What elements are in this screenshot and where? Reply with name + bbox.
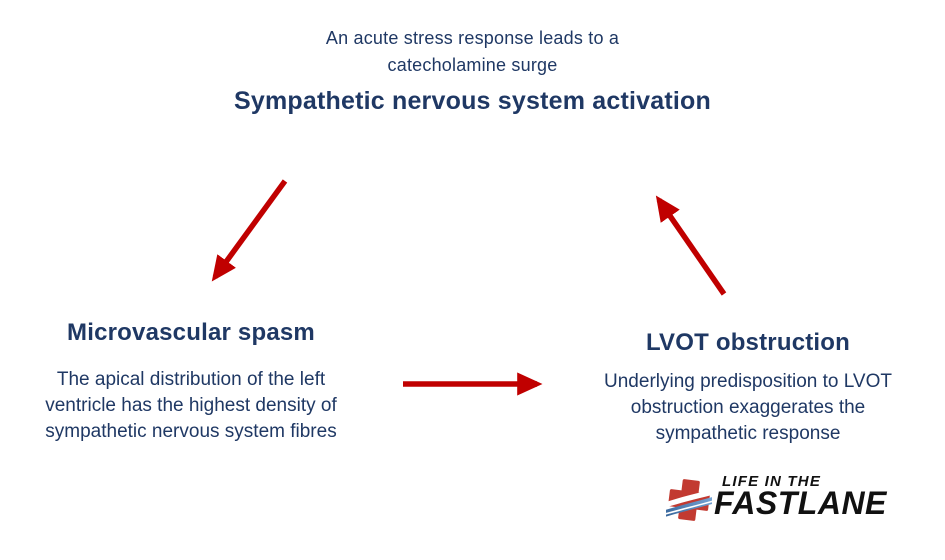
diagram-header: An acute stress response leads to a cate…	[0, 25, 945, 116]
microvascular-body-line-2: ventricle has the highest density of	[45, 395, 337, 416]
lvot-title: LVOT obstruction	[645, 329, 851, 356]
lvot-body: Underlying predisposition to LVOT obstru…	[580, 369, 916, 447]
logo-line-1: LIFE IN THE	[722, 473, 822, 490]
logo-text: LIFE IN THE FASTLANE	[714, 473, 887, 521]
intro-line-1: An acute stress response leads to a	[325, 28, 620, 48]
fastlane-cross-icon	[666, 479, 712, 521]
microvascular-body-line-3: sympathetic nervous system fibres	[45, 421, 337, 442]
microvascular-body: The apical distribution of the left vent…	[18, 367, 364, 445]
lvot-body-line-1: Underlying predisposition to LVOT	[604, 371, 892, 392]
node-microvascular-spasm: Microvascular spasm The apical distribut…	[18, 318, 364, 445]
intro-line-2: catecholamine surge	[387, 55, 558, 75]
lifeinthefastlane-logo: LIFE IN THE FASTLANE	[666, 474, 887, 523]
microvascular-body-line-1: The apical distribution of the left	[56, 369, 326, 390]
lvot-body-line-2: obstruction exaggerates the	[630, 397, 866, 418]
logo-line-2: FASTLANE	[714, 485, 887, 521]
arrow-activation-to-microvascular	[211, 179, 288, 282]
node-lvot-obstruction: LVOT obstruction Underlying predispositi…	[580, 328, 916, 447]
lvot-body-line-3: sympathetic response	[655, 423, 841, 444]
microvascular-title: Microvascular spasm	[67, 319, 315, 346]
arrow-lvot-to-activation	[655, 195, 727, 296]
diagram-title: Sympathetic nervous system activation	[233, 87, 712, 115]
